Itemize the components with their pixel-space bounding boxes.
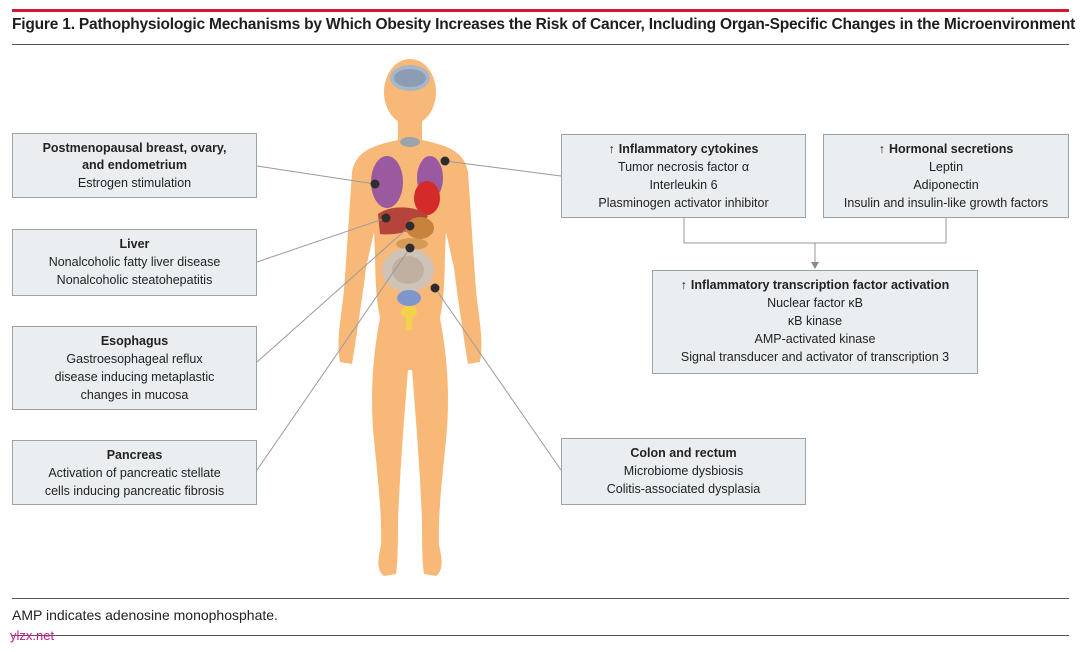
bladder-icon (397, 290, 421, 306)
up-arrow-icon: ↑ (878, 142, 885, 156)
box-heading: ↑Inflammatory cytokines (562, 141, 805, 158)
box-line: Insulin and insulin-like growth factors (843, 196, 1049, 210)
uterus-icon (401, 306, 417, 330)
box-line: Tumor necrosis factor α (617, 160, 750, 174)
box-heading: Colon and rectum (630, 446, 737, 460)
connector-dots (370, 156, 450, 293)
box-line: Nuclear factor κB (767, 296, 863, 310)
brain-icon (390, 65, 430, 91)
connector-lines (256, 160, 947, 471)
up-arrow-icon: ↑ (680, 278, 687, 292)
box-heading: Esophagus (100, 334, 169, 348)
box-heading: and endometrium (82, 158, 187, 172)
figure-title: Figure 1. Pathophysiologic Mechanisms by… (12, 16, 1076, 33)
box-heading: Pancreas (106, 448, 163, 462)
box-line: changes in mucosa (80, 388, 189, 402)
box-colon-rectum: Colon and rectum Microbiome dysbiosis Co… (561, 438, 806, 505)
box-heading: Postmenopausal breast, ovary, (42, 141, 227, 155)
box-line: AMP-activated kinase (754, 332, 876, 346)
box-heading-text: Hormonal secretions (888, 142, 1014, 156)
box-inflammatory-cytokines: ↑Inflammatory cytokines Tumor necrosis f… (561, 134, 806, 218)
box-heading: ↑Inflammatory transcription factor activ… (653, 277, 977, 294)
stomach-icon (406, 217, 434, 239)
box-esophagus: Esophagus Gastroesophageal reflux diseas… (12, 326, 257, 410)
box-line: κB kinase (787, 314, 843, 328)
liver-icon (378, 207, 428, 235)
box-line: Interleukin 6 (649, 178, 718, 192)
box-liver: Liver Nonalcoholic fatty liver disease N… (12, 229, 257, 296)
box-heading-text: Inflammatory cytokines (618, 142, 759, 156)
box-breast-ovary-endometrium: Postmenopausal breast, ovary, and endome… (12, 133, 257, 198)
box-line: Colitis-associated dysplasia (606, 482, 761, 496)
box-line: Estrogen stimulation (77, 176, 192, 190)
box-line: Leptin (928, 160, 964, 174)
watermark: ylzx.net (10, 628, 55, 643)
thyroid-icon (400, 137, 420, 147)
box-line: Microbiome dysbiosis (623, 464, 744, 478)
box-line: Activation of pancreatic stellate (48, 466, 221, 480)
footnote-bottom-rule (12, 635, 1069, 636)
footnote: AMP indicates adenosine monophosphate. (12, 607, 278, 623)
box-line: Signal transducer and activator of trans… (680, 350, 950, 364)
box-line: disease inducing metaplastic (54, 370, 215, 384)
box-heading-text: Inflammatory transcription factor activa… (690, 278, 950, 292)
box-line: Gastroesophageal reflux (66, 352, 203, 366)
footnote-top-rule (12, 598, 1069, 599)
heart-icon (414, 181, 440, 215)
box-line: Plasminogen activator inhibitor (598, 196, 769, 210)
intestines-icon (382, 248, 434, 292)
box-transcription-factor-activation: ↑Inflammatory transcription factor activ… (652, 270, 978, 374)
box-line: Nonalcoholic fatty liver disease (48, 255, 221, 269)
box-heading: ↑Hormonal secretions (824, 141, 1068, 158)
up-arrow-icon: ↑ (608, 142, 615, 156)
flow-arrowhead (811, 262, 819, 269)
box-line: cells inducing pancreatic fibrosis (44, 484, 225, 498)
title-rule (12, 44, 1069, 45)
title-accent-bar (12, 9, 1069, 12)
box-line: Adiponectin (913, 178, 979, 192)
box-heading: Liver (119, 237, 150, 251)
box-hormonal-secretions: ↑Hormonal secretions Leptin Adiponectin … (823, 134, 1069, 218)
box-pancreas: Pancreas Activation of pancreatic stella… (12, 440, 257, 505)
box-line: Nonalcoholic steatohepatitis (56, 273, 213, 287)
